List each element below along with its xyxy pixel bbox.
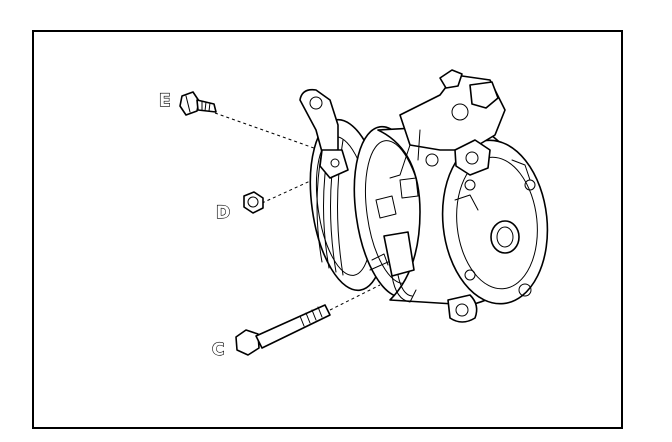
mount-ear-bottom [447,294,478,323]
connector [383,231,415,277]
mount-ear-top [299,88,339,153]
bolt-e [179,91,217,116]
callout-e: E [159,91,171,111]
bolt-c [235,304,331,356]
callout-d: D [216,203,230,223]
callout-c: C [212,340,224,360]
rear-boss [490,220,520,254]
lug-e [319,149,349,179]
leader-line-e [214,112,329,154]
nut-d [243,191,264,214]
compressor-body [299,69,549,323]
